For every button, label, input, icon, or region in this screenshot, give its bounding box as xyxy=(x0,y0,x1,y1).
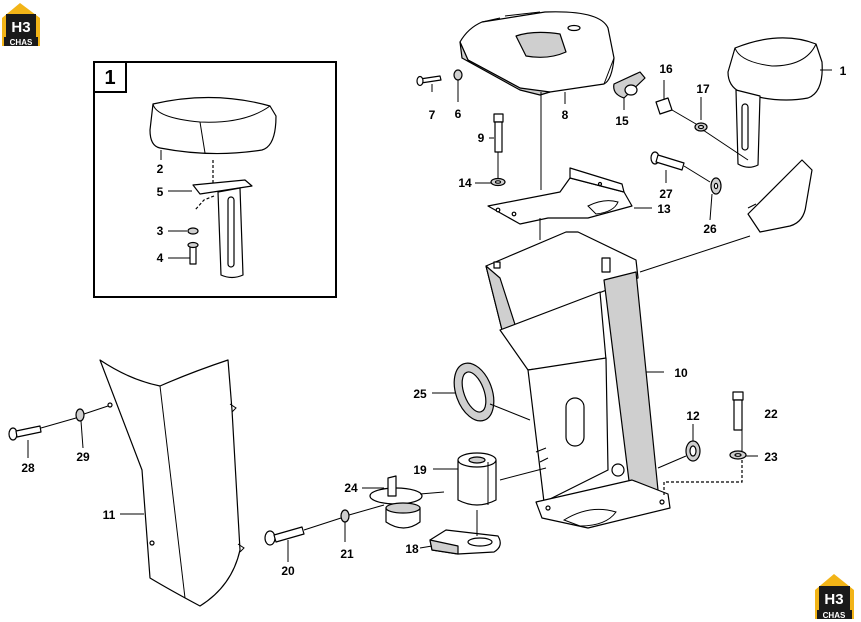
callout-6: 6 xyxy=(455,107,462,121)
callout-11: 11 xyxy=(103,508,116,522)
bolt-20 xyxy=(264,526,305,546)
callouts: 1 6 7 8 9 10 11 12 13 14 15 16 17 18 19 … xyxy=(21,62,846,578)
detail-box: 1 xyxy=(93,61,337,298)
armrest xyxy=(727,37,823,233)
callout-10: 10 xyxy=(674,366,688,380)
callout-15: 15 xyxy=(615,114,629,128)
pedestal xyxy=(485,231,671,529)
callout-25: 25 xyxy=(413,387,427,401)
logo-bottom-big: H3 xyxy=(824,591,843,608)
bushing-19 xyxy=(457,452,497,506)
bolt-27 xyxy=(650,151,685,171)
callout-22: 22 xyxy=(764,407,778,421)
callout-26: 26 xyxy=(703,222,717,236)
detail-box-label: 1 xyxy=(104,67,115,89)
detail-bracket xyxy=(192,179,253,195)
callout-13: 13 xyxy=(657,202,671,216)
callout-5: 5 xyxy=(157,185,164,199)
bolt-28 xyxy=(8,425,42,441)
callout-8: 8 xyxy=(562,108,569,122)
callout-18: 18 xyxy=(405,542,419,556)
logo-bottom-small: CHAS xyxy=(823,611,846,620)
callout-12: 12 xyxy=(686,409,700,423)
plate-18 xyxy=(429,529,501,555)
console-cover xyxy=(459,11,615,96)
washer-6 xyxy=(453,69,463,81)
detail-washer xyxy=(187,227,199,235)
bolt-9 xyxy=(493,113,504,153)
washer-29 xyxy=(75,408,85,422)
callout-21: 21 xyxy=(340,547,354,561)
logo-top-left: H3 CHAS xyxy=(2,3,40,47)
leader-lines xyxy=(27,69,832,562)
callout-20: 20 xyxy=(281,564,295,578)
callout-7: 7 xyxy=(429,108,436,122)
callout-24: 24 xyxy=(344,481,358,495)
grommet-25 xyxy=(453,362,495,422)
callout-3: 3 xyxy=(157,224,164,238)
callout-29: 29 xyxy=(76,450,90,464)
logo-top-small: CHAS xyxy=(10,38,33,47)
callout-19: 19 xyxy=(413,463,427,477)
logo-top-big: H3 xyxy=(11,19,30,36)
callout-4: 4 xyxy=(157,251,164,265)
washer-21 xyxy=(340,509,350,523)
cup-24 xyxy=(369,475,423,529)
callout-14: 14 xyxy=(458,176,472,190)
callout-1: 1 xyxy=(840,64,847,78)
callout-9: 9 xyxy=(478,131,485,145)
callout-16: 16 xyxy=(659,62,673,76)
callout-17: 17 xyxy=(696,82,710,96)
side-cover xyxy=(99,359,245,607)
logo-bottom-right: H3 CHAS xyxy=(815,574,854,620)
bolt-22 xyxy=(732,391,744,431)
callout-2: 2 xyxy=(157,162,164,176)
hinge-parts xyxy=(613,71,708,132)
callout-27: 27 xyxy=(659,187,673,201)
callout-23: 23 xyxy=(764,450,778,464)
screw-7 xyxy=(416,75,442,87)
callout-28: 28 xyxy=(21,461,35,475)
detail-cushion xyxy=(149,96,277,155)
mounting-plate xyxy=(487,167,633,225)
